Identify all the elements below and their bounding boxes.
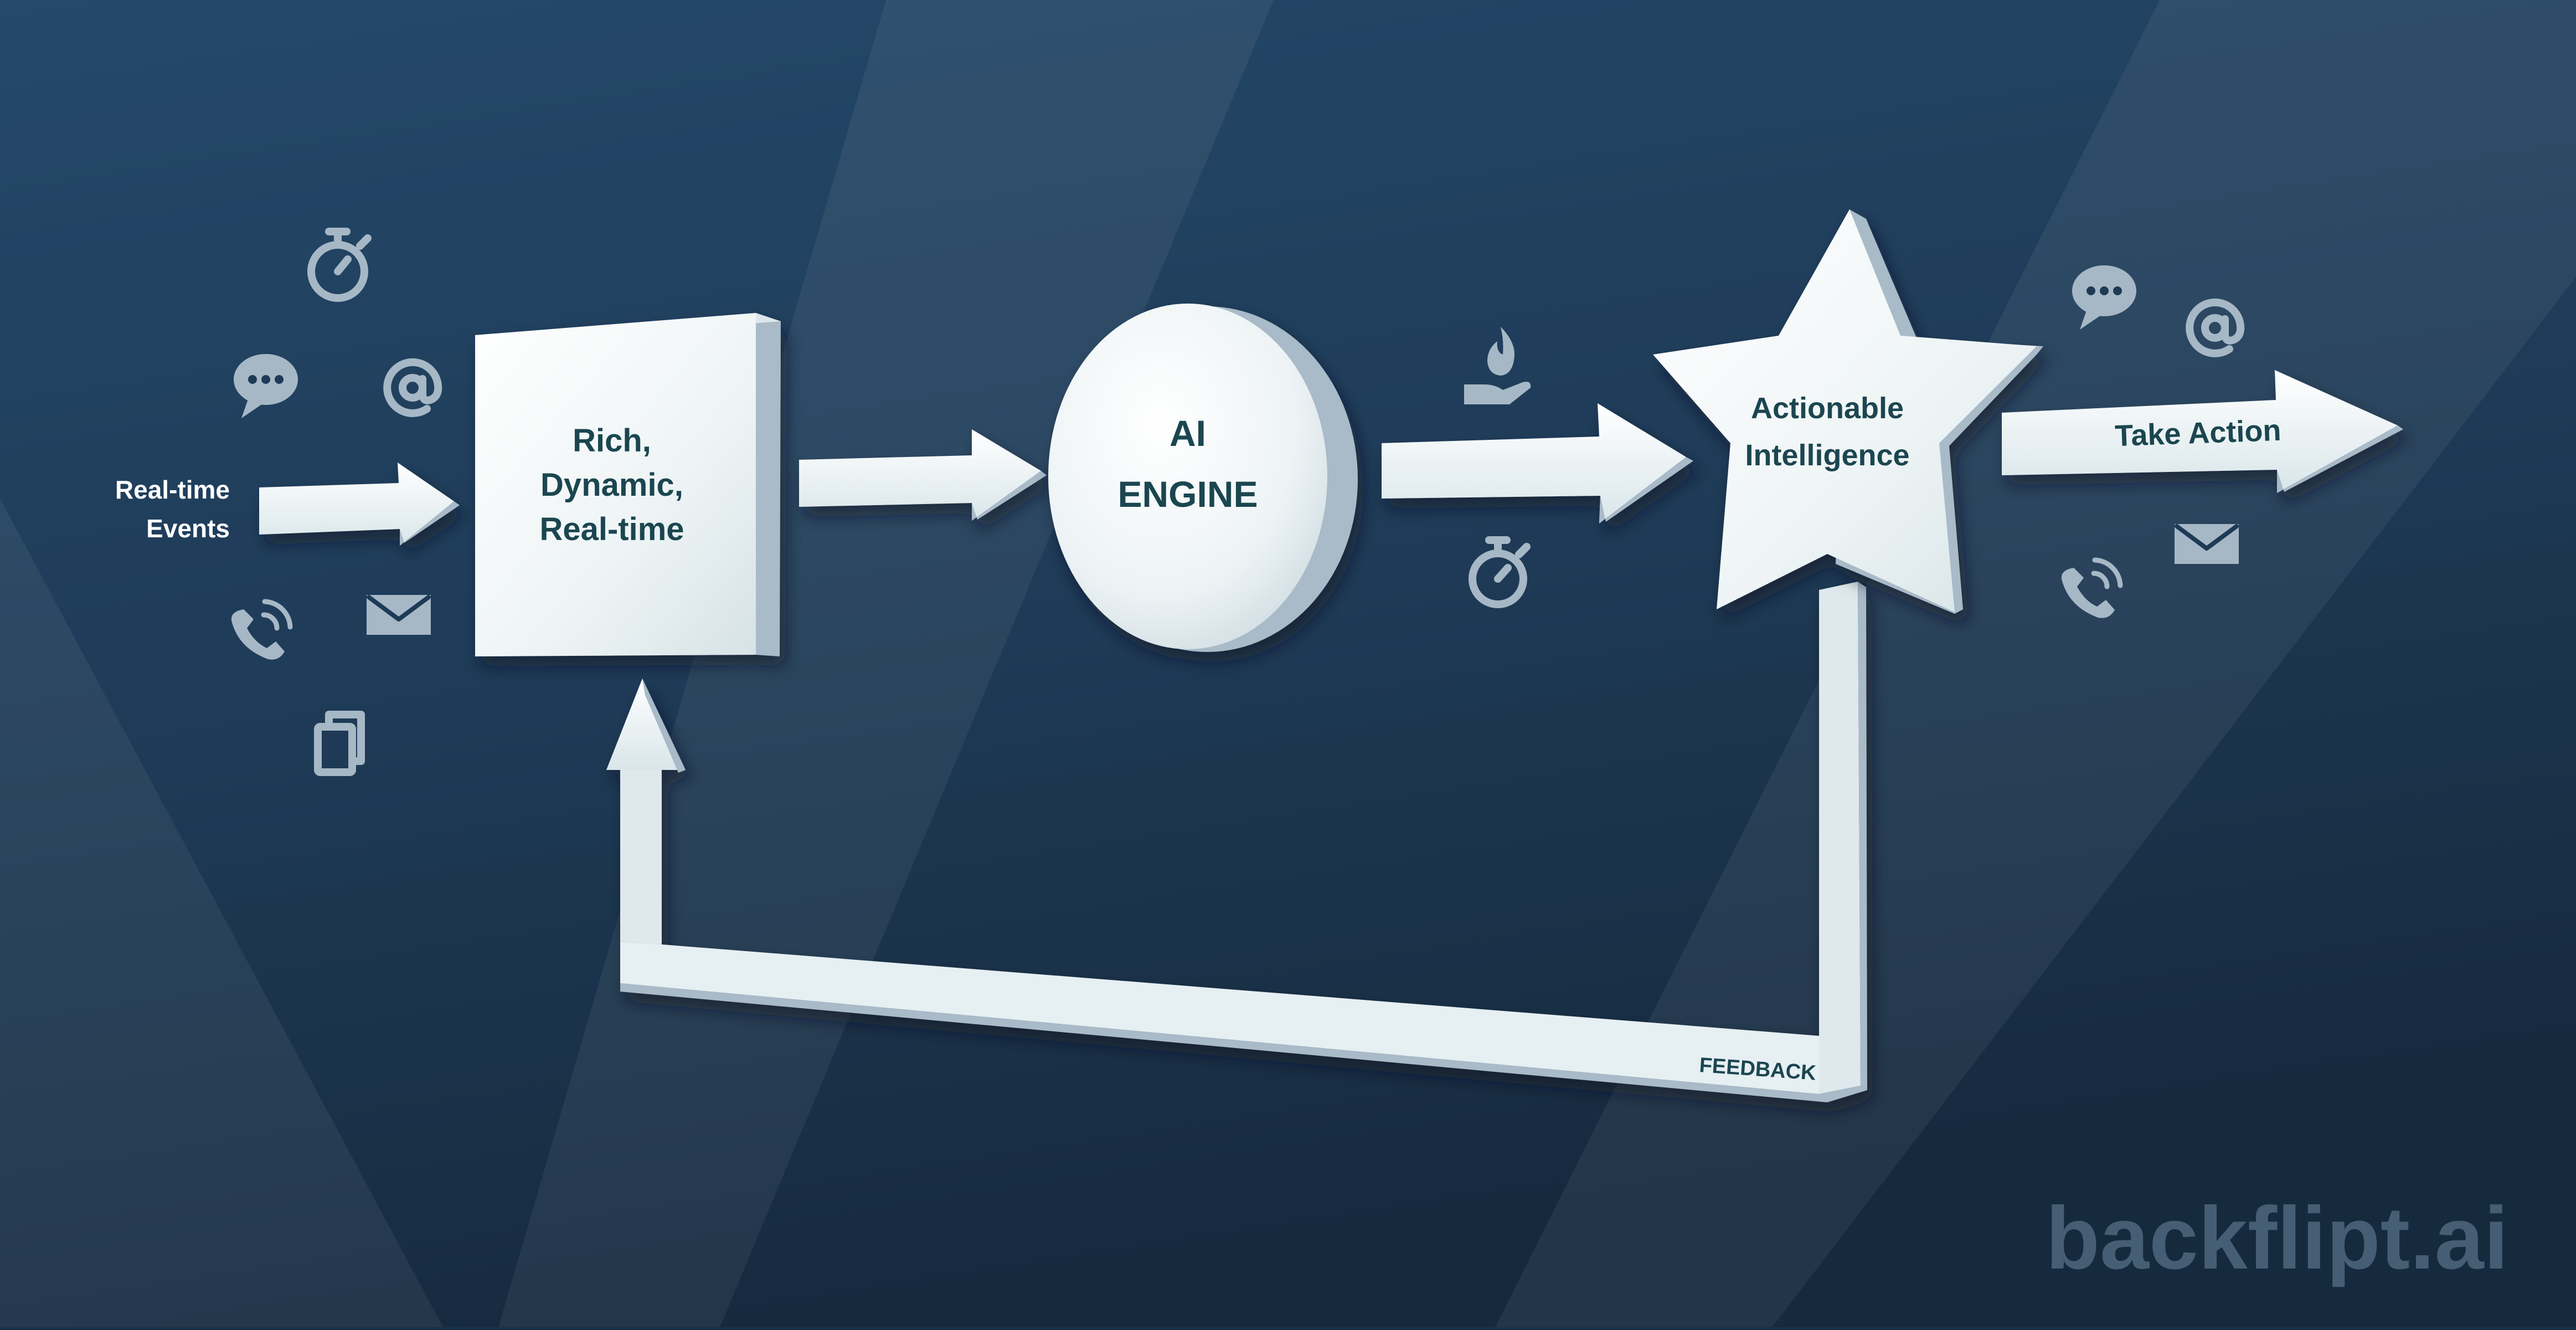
- star-face: [1653, 209, 2037, 612]
- feedback-vertical-right: [1819, 582, 1861, 1094]
- envelope-icon-right: [2175, 524, 2239, 564]
- output-icons: [2061, 265, 2245, 618]
- at-sign-icon-right: [2186, 298, 2245, 357]
- arrow-take-action: [2002, 370, 2403, 493]
- ai-engine-disc: [1048, 304, 1358, 652]
- input-label-line2: Events: [146, 514, 230, 543]
- box-face: [475, 313, 756, 656]
- arrow-engine-to-star: [1382, 403, 1693, 523]
- phone-icon-right: [2061, 557, 2123, 618]
- star-label-line1: Actionable: [1751, 392, 1904, 425]
- envelope-icon: [367, 595, 431, 635]
- middle-icons: [1464, 327, 1531, 608]
- documents-icon: [314, 711, 365, 776]
- chat-bubble-icon: [234, 354, 298, 418]
- engine-label-line2: ENGINE: [1117, 474, 1258, 515]
- input-icons: [231, 228, 442, 776]
- feedback-arrowhead: [606, 679, 686, 770]
- brand-logo: backflipt.ai: [2046, 1188, 2508, 1287]
- feedback-loop: [606, 582, 1867, 1102]
- phone-icon: [231, 599, 293, 660]
- star-label-line2: Intelligence: [1745, 439, 1909, 472]
- arrow-events-to-box: [259, 463, 460, 546]
- output-label: Take Action: [2114, 414, 2281, 453]
- stopwatch-icon: [307, 228, 372, 302]
- input-label-line1: Real-time: [115, 475, 230, 504]
- engine-label-line1: AI: [1169, 413, 1206, 454]
- chat-bubble-icon-right: [2072, 265, 2136, 330]
- box-label-line3: Real-time: [539, 511, 684, 547]
- actionable-intelligence-star: [1653, 209, 2043, 614]
- feedback-vertical-left: [620, 770, 662, 944]
- rich-dynamic-realtime-box: [475, 313, 781, 656]
- arrow-box-to-engine: [799, 429, 1047, 521]
- at-sign-icon: [383, 358, 442, 417]
- feedback-horizontal: [620, 942, 1861, 1094]
- fire-hand-icon: [1464, 327, 1531, 404]
- box-label-line2: Dynamic,: [540, 467, 683, 503]
- stopwatch-icon-middle: [1469, 536, 1531, 608]
- box-label-line1: Rich,: [573, 423, 651, 459]
- disc-face: [1048, 304, 1327, 649]
- box-side: [756, 313, 781, 656]
